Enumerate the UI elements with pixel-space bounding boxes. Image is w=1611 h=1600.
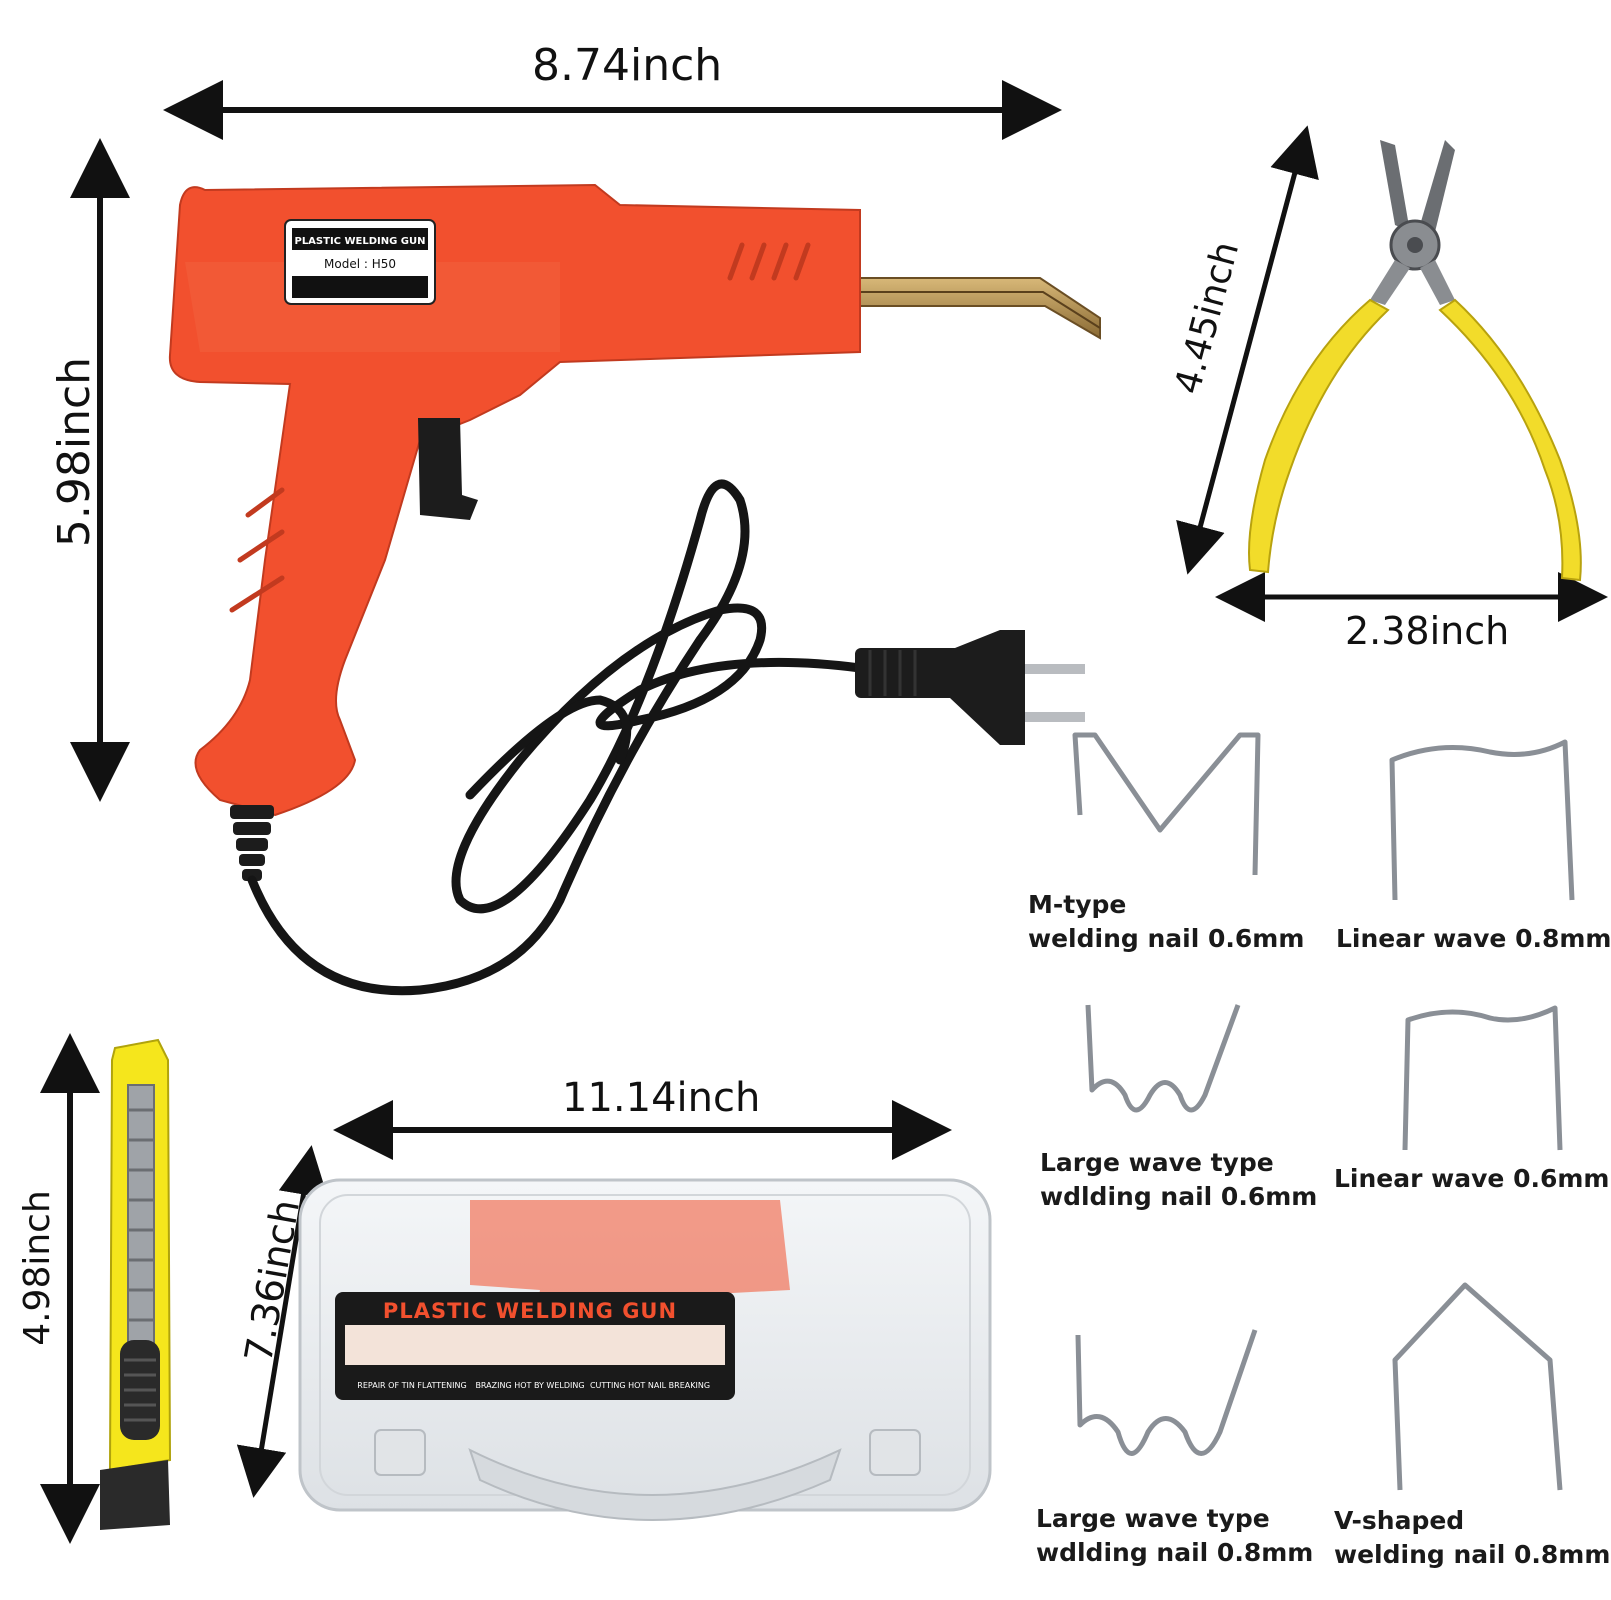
nail-v-shaped xyxy=(1392,1282,1563,1491)
case-width-label: 11.14inch xyxy=(562,1075,761,1121)
pliers xyxy=(1248,140,1582,582)
nail-m-type xyxy=(1072,732,1261,876)
nail-caption-line: welding nail 0.6mm xyxy=(1028,924,1305,953)
pliers-length-arrow xyxy=(1176,125,1319,575)
nail-caption-linear-wave-06: Linear wave 0.6mm xyxy=(1334,1162,1609,1196)
welding-gun: PLASTIC WELDING GUN Model : H50 xyxy=(168,183,1101,881)
power-plug xyxy=(855,630,1085,745)
gun-width-label: 8.74inch xyxy=(532,40,723,91)
case-caption-2: BRAZING HOT BY WELDING xyxy=(475,1381,584,1390)
nail-caption-line: wdlding nail 0.8mm xyxy=(1036,1538,1314,1567)
nail-caption-line: wdlding nail 0.6mm xyxy=(1040,1182,1318,1211)
pliers-width-label: 2.38inch xyxy=(1345,609,1510,653)
nail-caption-large-wave-08: Large wave type wdlding nail 0.8mm xyxy=(1036,1502,1313,1570)
gun-label-title: PLASTIC WELDING GUN xyxy=(294,236,425,247)
nail-caption-line: V-shaped xyxy=(1334,1506,1465,1535)
power-cord xyxy=(247,479,865,996)
nail-large-wave-08 xyxy=(1075,1329,1258,1456)
nail-caption-m-type: M-type welding nail 0.6mm xyxy=(1028,888,1304,956)
utility-knife xyxy=(100,1038,172,1530)
nail-linear-wave-06 xyxy=(1402,1005,1563,1151)
nail-caption-linear-wave-08: Linear wave 0.8mm xyxy=(1336,922,1611,956)
gun-height-label: 5.98inch xyxy=(49,356,101,548)
nail-linear-wave-08 xyxy=(1389,739,1575,901)
nail-caption-large-wave-06: Large wave type wdlding nail 0.6mm xyxy=(1040,1146,1317,1214)
case-caption-3: CUTTING HOT NAIL BREAKING xyxy=(590,1381,710,1390)
nail-caption-line: M-type xyxy=(1028,890,1127,919)
case-label-title: PLASTIC WELDING GUN xyxy=(383,1299,677,1323)
nail-caption-line: Large wave type xyxy=(1036,1504,1270,1533)
knife-length-label: 4.98inch xyxy=(16,1190,58,1346)
case-caption-1: REPAIR OF TIN FLATTENING xyxy=(357,1381,466,1390)
nail-caption-line: Linear wave 0.8mm xyxy=(1336,924,1611,953)
nail-caption-line: welding nail 0.8mm xyxy=(1334,1540,1611,1569)
nail-large-wave-06 xyxy=(1085,1004,1241,1113)
nail-caption-line: Large wave type xyxy=(1040,1148,1274,1177)
nail-caption-line: Linear wave 0.6mm xyxy=(1334,1164,1610,1193)
gun-label-model: Model : H50 xyxy=(324,257,396,271)
carry-case: PLASTIC WELDING GUN REPAIR OF TIN FLATTE… xyxy=(298,1178,992,1521)
nail-caption-v-shaped: V-shaped welding nail 0.8mm xyxy=(1334,1504,1610,1572)
